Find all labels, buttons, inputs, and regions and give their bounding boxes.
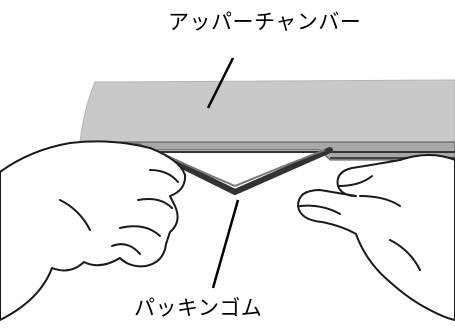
gasket-rubber-highlight [154, 149, 326, 188]
leader-line-gasket [211, 199, 240, 289]
right-hand [297, 154, 455, 321]
upper-chamber [79, 79, 455, 143]
label-gasket: パッキンゴム [134, 296, 263, 320]
left-hand [0, 140, 187, 321]
label-upper-chamber: アッパーチャンバー [168, 10, 362, 34]
leader-line-upper-chamber [206, 57, 235, 109]
